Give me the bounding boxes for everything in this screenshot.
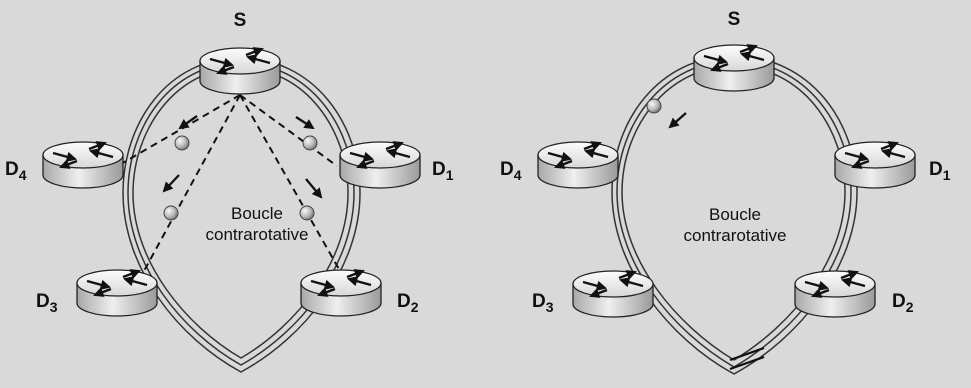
left-packets bbox=[163, 135, 318, 221]
left-router-d3 bbox=[77, 270, 157, 316]
left-center-label-line1: Boucle bbox=[231, 204, 283, 223]
left-label-d4: D4 bbox=[5, 159, 27, 183]
left-direction-arrows bbox=[162, 115, 323, 199]
right-router-d4 bbox=[538, 142, 618, 188]
right-diagram: S D4 D1 D3 D2 Boucle contrarotative bbox=[500, 9, 951, 375]
left-router-d2 bbox=[301, 270, 381, 316]
left-router-d1 bbox=[340, 142, 420, 188]
left-source-label: S bbox=[234, 10, 247, 31]
left-label-d3: D3 bbox=[36, 291, 58, 315]
right-ring-break-marks bbox=[729, 346, 765, 371]
left-router-s bbox=[200, 48, 280, 94]
right-label-d3: D3 bbox=[532, 291, 554, 315]
right-packet bbox=[646, 98, 662, 114]
right-label-d4: D4 bbox=[500, 159, 522, 183]
right-source-label: S bbox=[728, 9, 741, 30]
right-router-d1 bbox=[835, 142, 915, 188]
left-ring bbox=[122, 57, 361, 373]
right-center-label-line2: contrarotative bbox=[684, 226, 787, 245]
left-label-d2: D2 bbox=[397, 291, 419, 315]
right-router-s bbox=[694, 45, 774, 91]
left-center-label-line2: contrarotative bbox=[206, 225, 309, 244]
right-center-label-line1: Boucle bbox=[709, 205, 761, 224]
left-router-d4 bbox=[43, 142, 123, 188]
left-label-d1: D1 bbox=[432, 159, 454, 183]
left-dashed-paths bbox=[120, 94, 345, 283]
right-router-d2 bbox=[795, 271, 875, 317]
right-label-d2: D2 bbox=[892, 291, 914, 315]
right-router-d3 bbox=[573, 271, 653, 317]
right-label-d1: D1 bbox=[929, 159, 951, 183]
right-direction-arrow bbox=[668, 112, 687, 129]
left-diagram: S D4 D1 D3 D2 Boucle contrarotative bbox=[5, 10, 454, 373]
